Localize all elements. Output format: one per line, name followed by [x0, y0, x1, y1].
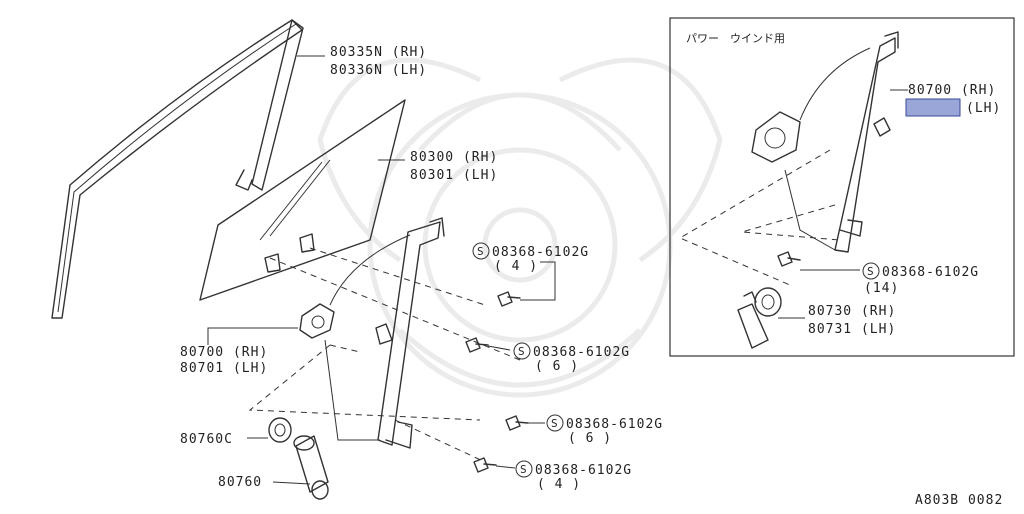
screw-symbol-icon: S	[513, 342, 531, 360]
label-bolt-4-qty: ( 4 )	[537, 477, 581, 492]
window-sash-part	[51, 19, 304, 319]
label-bolt-3-qty: ( 6 )	[568, 431, 612, 446]
bolt-icon	[465, 337, 489, 353]
alignment-lines	[248, 247, 521, 463]
inset-label-regulator-rh: 80700 (RH)	[908, 83, 996, 98]
inset-frame	[669, 17, 1015, 357]
label-bolt-4: 08368-6102G	[535, 463, 632, 478]
svg-text:S: S	[551, 417, 558, 430]
power-window-inset: パワー ウインド用 80700 (RH) (LH) S	[669, 17, 1015, 357]
escutcheon-part	[268, 417, 292, 443]
inset-label-motor-rh: 80730 (RH)	[808, 304, 896, 319]
power-regulator-part	[751, 31, 899, 253]
label-regulator-lh: 80701 (LH)	[180, 361, 268, 376]
bolt-icon	[473, 457, 497, 473]
label-bolt-2-qty: ( 6 )	[535, 359, 579, 374]
bolt-icons	[465, 291, 529, 473]
regulator-rail-part	[299, 217, 445, 449]
label-sash-lh: 80336N (LH)	[330, 63, 427, 78]
label-sash-rh: 80335N (RH)	[330, 45, 427, 60]
inset-highlight-box	[905, 98, 961, 117]
inset-title: パワー ウインド用	[686, 32, 785, 45]
bolt-icon	[505, 415, 529, 431]
door-glass-part	[199, 99, 406, 301]
inset-alignment-line	[678, 149, 831, 286]
screw-symbol-icon: S	[546, 414, 564, 432]
label-bolt-2: 08368-6102G	[533, 345, 630, 360]
svg-text:S: S	[518, 345, 525, 358]
svg-text:S: S	[520, 463, 527, 476]
label-escutcheon: 80760C	[180, 432, 233, 447]
label-handle: 80760	[218, 475, 262, 490]
label-bolt-1-qty: ( 4 )	[494, 259, 538, 274]
svg-text:S: S	[477, 245, 484, 258]
screw-symbol-icon: S	[472, 242, 490, 260]
label-regulator-rh: 80700 (RH)	[180, 345, 268, 360]
label-bolt-1: 08368-6102G	[492, 245, 589, 260]
window-crank-handle-part	[293, 435, 329, 500]
bolt-icon	[497, 291, 521, 307]
svg-text:S: S	[867, 265, 874, 278]
watermark-emblem	[317, 57, 723, 398]
label-bolt-3: 08368-6102G	[566, 417, 663, 432]
inset-label-bolt-qty: (14)	[864, 281, 899, 296]
leader-lines	[207, 55, 556, 485]
label-glass-rh: 80300 (RH)	[410, 150, 498, 165]
screw-symbol-icon: S	[862, 262, 880, 280]
inset-label-regulator-lh: (LH)	[966, 101, 1001, 116]
diagram-code: A803B 0082	[915, 493, 1003, 508]
bolt-icon	[777, 251, 801, 267]
label-glass-lh: 80301 (LH)	[410, 168, 498, 183]
screw-symbol-icon: S	[515, 460, 533, 478]
power-window-motor-part	[737, 287, 782, 349]
inset-label-bolt: 08368-6102G	[882, 265, 979, 280]
inset-alignment-line	[741, 204, 841, 241]
inset-label-motor-lh: 80731 (LH)	[808, 322, 896, 337]
